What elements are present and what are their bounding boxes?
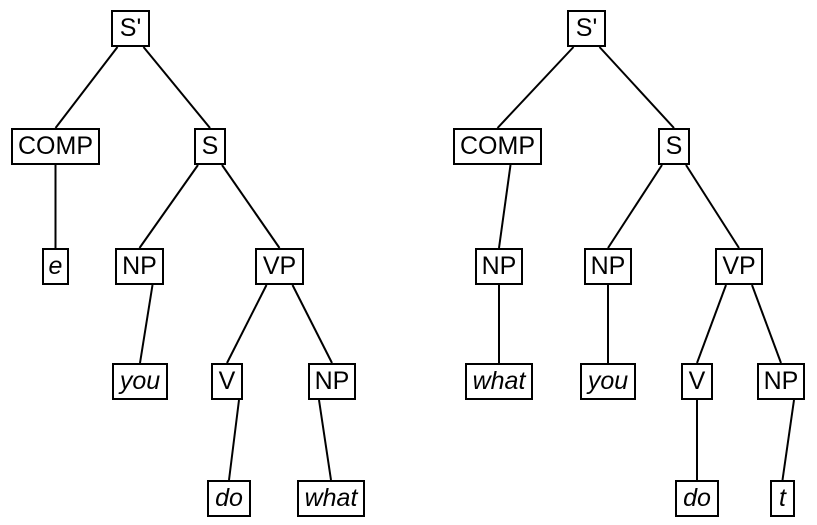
tree-edge-l-np2-to-l-what — [318, 399, 332, 481]
tree-edge-l-sbar-to-l-comp — [54, 46, 119, 129]
tree-edge-l-s-to-l-vp — [221, 164, 281, 249]
tree-node-l-np1: NP — [115, 248, 164, 285]
tree-node-r-sbar: S' — [567, 10, 606, 47]
tree-node-r-np2: NP — [757, 363, 805, 400]
tree-edge-r-np2-to-r-t — [781, 399, 795, 481]
tree-node-r-do: do — [675, 480, 719, 517]
tree-edge-r-vp-to-r-v — [696, 284, 727, 364]
tree-node-r-comp: COMP — [453, 128, 542, 165]
tree-edge-l-vp-to-l-np2 — [291, 284, 333, 364]
tree-node-r-vp: VP — [715, 248, 763, 285]
tree-edge-l-vp-to-l-v — [226, 284, 268, 364]
tree-edge-l-s-to-l-np1 — [138, 164, 199, 249]
tree-edge-r-vp-to-r-np2 — [751, 284, 782, 364]
tree-node-l-sbar: S' — [111, 10, 150, 47]
tree-node-l-do: do — [207, 480, 251, 517]
tree-node-r-np1: NP — [584, 248, 632, 285]
tree-node-r-v: V — [681, 363, 713, 400]
tree-node-l-what: what — [297, 480, 365, 517]
tree-node-l-comp: COMP — [11, 128, 100, 165]
tree-edge-l-np1-to-l-you — [139, 284, 154, 364]
tree-edge-l-sbar-to-l-s — [142, 46, 211, 129]
tree-node-l-vp: VP — [255, 248, 304, 285]
tree-node-r-t: t — [770, 480, 795, 517]
tree-edge-r-sbar-to-r-s — [598, 46, 675, 129]
tree-edge-r-s-to-r-np1 — [607, 164, 663, 249]
tree-edge-r-s-to-r-vp — [685, 164, 740, 249]
tree-edge-r-comp-to-r-np0 — [498, 164, 512, 249]
tree-node-l-v: V — [211, 363, 243, 400]
tree-node-r-what: what — [465, 363, 533, 400]
tree-edge-r-sbar-to-r-comp — [496, 46, 575, 129]
tree-node-l-you: you — [112, 363, 168, 400]
tree-node-r-s: S — [658, 128, 690, 165]
tree-node-l-e: e — [42, 248, 69, 285]
tree-node-r-you: you — [580, 363, 636, 400]
tree-node-l-np2: NP — [308, 363, 356, 400]
tree-node-r-np0: NP — [475, 248, 523, 285]
tree-edge-l-v-to-l-do — [228, 399, 240, 481]
tree-node-l-s: S — [194, 128, 226, 165]
